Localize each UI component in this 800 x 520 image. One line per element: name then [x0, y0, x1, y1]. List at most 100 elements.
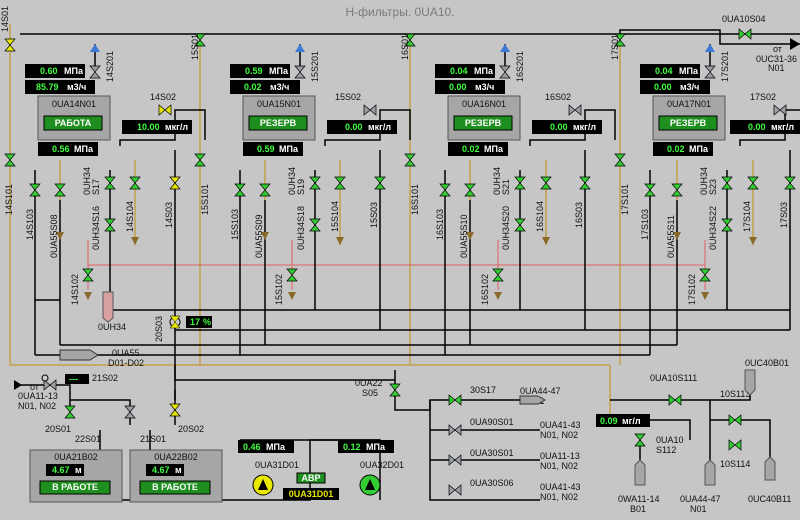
level-display	[46, 464, 84, 476]
valve-14s103[interactable]	[29, 183, 41, 197]
label-17s02: 17S02	[750, 92, 776, 102]
valve-17s103[interactable]	[644, 183, 656, 197]
flow-display	[230, 80, 300, 94]
pressure-value: 0.59	[245, 66, 263, 76]
valve-0ua55s11[interactable]	[671, 183, 683, 197]
filter-status-plaque[interactable]	[43, 115, 103, 131]
valve-14s01[interactable]	[4, 38, 16, 52]
valve-0ua30s06[interactable]	[448, 484, 462, 496]
tank-0ua21b02[interactable]: 0UA21B02 4.67 м В РАБОТЕ	[29, 449, 123, 503]
valve-17s102[interactable]	[699, 268, 711, 282]
tank-status-plaque[interactable]	[139, 480, 211, 495]
valve-0ua90s01[interactable]	[448, 424, 462, 436]
valve-16s104[interactable]	[540, 176, 552, 190]
valve-0uh34s21[interactable]	[514, 176, 526, 190]
valve-0ua10s111[interactable]	[668, 394, 682, 406]
level-unit: м	[175, 465, 182, 475]
label-0uh34-21b: S21	[501, 179, 511, 195]
vessel-0wa11-icon[interactable]	[634, 459, 646, 486]
valve-30s17[interactable]	[448, 394, 462, 406]
valve-0ua10s112[interactable]	[634, 433, 646, 447]
valve-0uh34s22[interactable]	[721, 218, 733, 232]
valve-15s101[interactable]	[194, 153, 206, 167]
valve-16s101[interactable]	[404, 153, 416, 167]
tank-0ua22b02[interactable]: 0UA22B02 4.67 м В РАБОТЕ	[129, 449, 223, 503]
valve-16s03[interactable]	[579, 176, 591, 190]
valve-16s201[interactable]	[499, 65, 511, 79]
valve-16s102[interactable]	[492, 268, 504, 282]
valve-17s201[interactable]	[704, 65, 716, 79]
valve-0uh34s17[interactable]	[104, 176, 116, 190]
valve-14s201[interactable]	[89, 65, 101, 79]
filter-status-plaque[interactable]	[453, 115, 513, 131]
valve-15s104[interactable]	[334, 176, 346, 190]
vessel-0uc40b11-icon[interactable]	[764, 456, 776, 481]
valve-17s101[interactable]	[614, 153, 626, 167]
label-0ua44-47-b: 0UA44-47	[680, 494, 721, 504]
valve-0ua22s05[interactable]	[389, 383, 401, 397]
tank-0uh34-icon[interactable]	[102, 291, 114, 323]
vessel-0uc40b01-icon[interactable]	[744, 369, 756, 396]
valve-0uh34s19[interactable]	[309, 176, 321, 190]
conc-display	[532, 120, 602, 134]
valve-17s02[interactable]	[773, 104, 787, 116]
filter-group-15: 0.59 МПа 0.02 м3/ч 0UA15N01 РЕЗЕРВ 0.59 …	[230, 64, 397, 156]
label-0ua55s11: 0UA55S11	[666, 215, 676, 258]
pump2-pressure-unit: МПа	[366, 442, 386, 452]
valve-15s02[interactable]	[363, 104, 377, 116]
valve-17s03[interactable]	[784, 176, 796, 190]
pressure-display	[25, 64, 85, 78]
label-16s103: 16S103	[435, 209, 445, 240]
valve-14s101[interactable]	[4, 153, 16, 167]
valve-20s01[interactable]	[64, 405, 76, 419]
valve-0uh34s16[interactable]	[104, 218, 116, 232]
label-out-1b: N01, N02	[540, 430, 578, 440]
label-0ua30s01: 0UA30S01	[470, 448, 514, 458]
drain-arrow-icon	[494, 292, 502, 300]
filter-status-plaque[interactable]	[658, 115, 718, 131]
valve-15s03[interactable]	[374, 176, 386, 190]
valve-15s201[interactable]	[294, 65, 306, 79]
valve-21s02[interactable]	[43, 379, 57, 391]
drain-arrow-icon	[56, 232, 64, 240]
valve-0ua55s08[interactable]	[54, 183, 66, 197]
pump-arrow-icon	[365, 479, 375, 490]
avr-badge[interactable]	[296, 472, 326, 484]
valve-0ua30s01[interactable]	[448, 454, 462, 466]
tank-status-plaque[interactable]	[39, 480, 111, 495]
valve-17s104[interactable]	[747, 176, 759, 190]
label-0ua30s06: 0UA30S06	[470, 478, 514, 488]
valve-0ua10s04[interactable]	[738, 28, 752, 40]
outlet-pressure-display	[243, 142, 303, 156]
valve-10s114[interactable]	[728, 439, 742, 451]
valve-0uh34s20[interactable]	[514, 218, 526, 232]
valve-21s01[interactable]	[124, 405, 136, 419]
valve-14s102[interactable]	[82, 268, 94, 282]
valve-16s103[interactable]	[439, 183, 451, 197]
valve-0uh34s18[interactable]	[309, 218, 321, 232]
filter-id: 0UA15N01	[257, 99, 301, 109]
outlet-pressure-unit: МПа	[74, 144, 94, 154]
label-14s03: 14S03	[164, 202, 174, 228]
valve-0ua55s10[interactable]	[464, 183, 476, 197]
label-0ua55s09: 0UA55S09	[254, 214, 264, 258]
label-0ua90s01: 0UA90S01	[470, 417, 514, 427]
valve-14s02[interactable]	[158, 104, 172, 116]
valve-0uh34s23[interactable]	[721, 176, 733, 190]
valve-0ua55s09[interactable]	[259, 183, 271, 197]
valve-16s02[interactable]	[568, 104, 582, 116]
valve-15s103[interactable]	[234, 183, 246, 197]
valve-14s104[interactable]	[129, 176, 141, 190]
label-20s03: 20S03	[154, 316, 164, 342]
valve-20s02[interactable]	[169, 403, 181, 417]
label-21s01: 21S01	[140, 434, 166, 444]
valve-10s113[interactable]	[728, 414, 742, 426]
vessel-0ua44-icon[interactable]	[704, 459, 716, 486]
filter-status-plaque[interactable]	[248, 115, 308, 131]
filter-id: 0UA14N01	[52, 99, 96, 109]
label-21s02: 21S02	[92, 373, 118, 383]
valve-14s03[interactable]	[169, 176, 181, 190]
valve-15s102[interactable]	[286, 268, 298, 282]
filter-group-14: 0.60 МПа 85.79 м3/ч 0UA14N01 РАБОТА 0.56…	[25, 64, 192, 156]
